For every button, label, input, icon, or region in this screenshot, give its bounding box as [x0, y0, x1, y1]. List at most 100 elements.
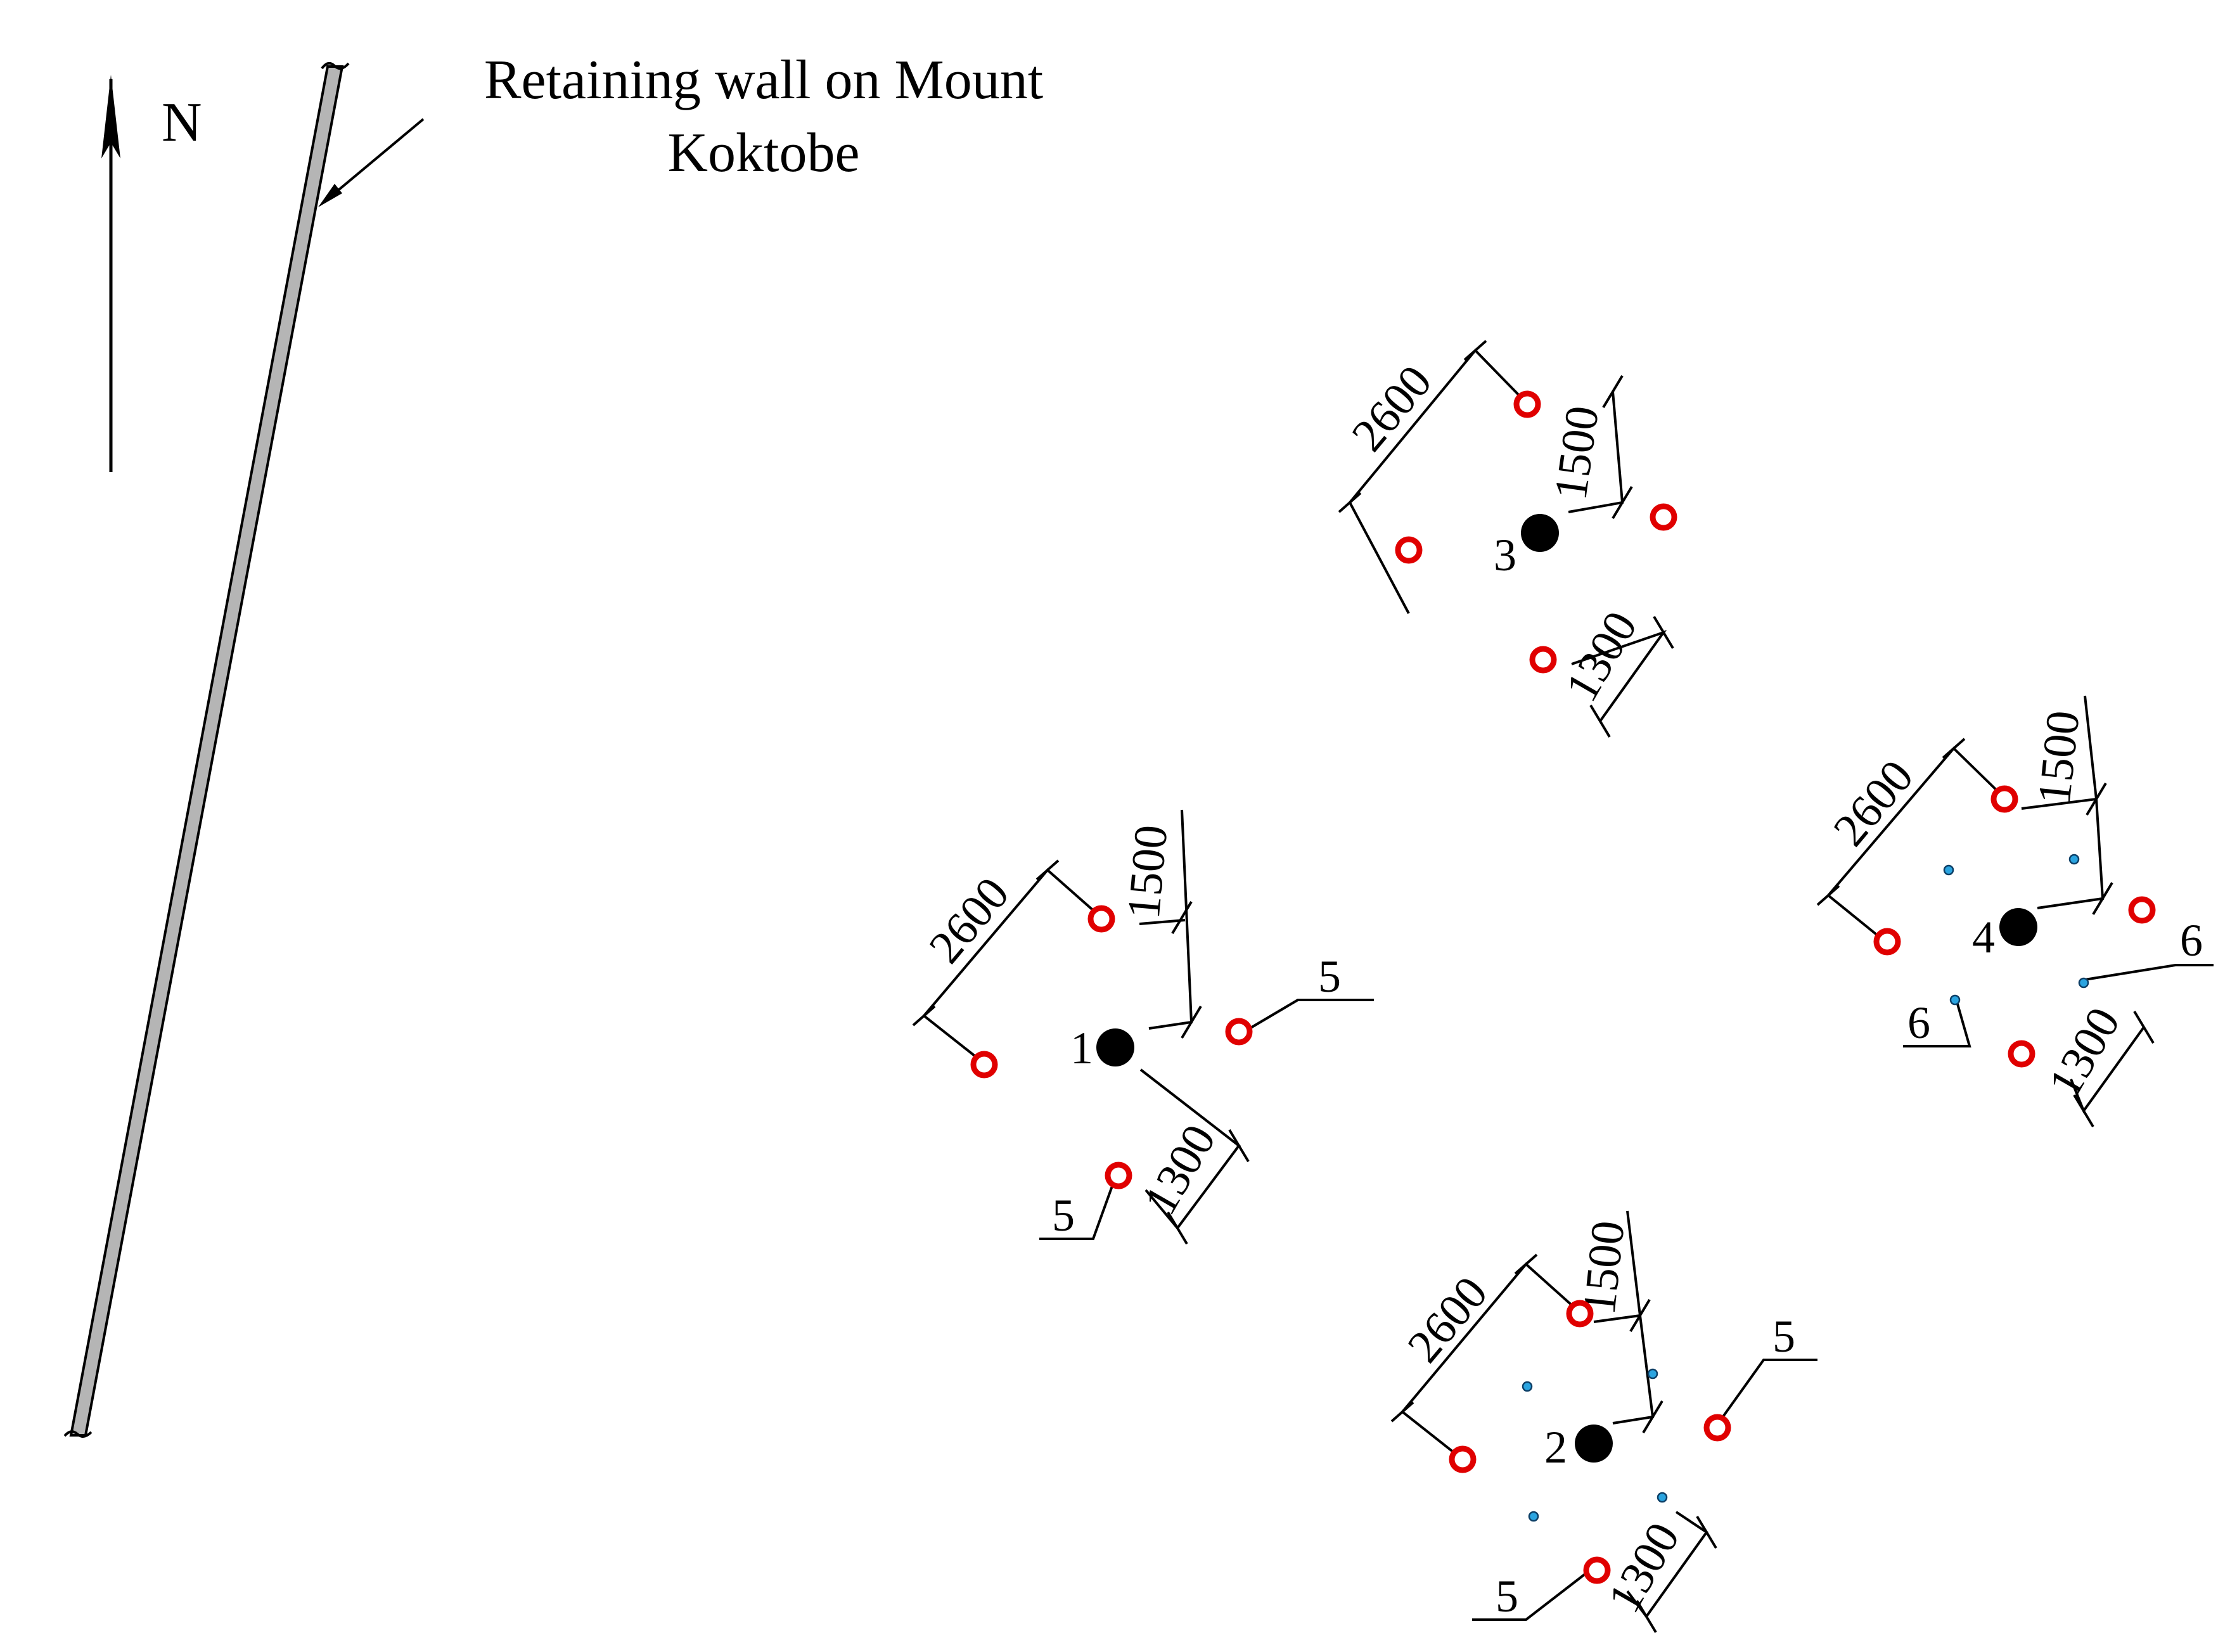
small-dot-marker	[1949, 994, 1961, 1006]
retaining-wall	[63, 61, 350, 1438]
dim-ext-line	[1139, 919, 1186, 925]
dim-tick	[1612, 485, 1633, 520]
pile-group-4: 2600 1500 1300 6 6 4	[1816, 695, 2214, 1128]
dim-line-2600-g2	[1401, 1262, 1581, 1461]
pile-group-2: 2600 1500 1300 5 5 2	[1390, 1210, 1817, 1634]
dim-line-1300-g1	[1139, 1068, 1241, 1231]
anchor-ring	[970, 1051, 998, 1079]
dim-tick	[1816, 885, 1840, 906]
callout-leader	[1716, 1359, 1817, 1426]
callout-5: 5	[1772, 1311, 1795, 1362]
wall-break-bottom	[63, 1430, 93, 1438]
dim-tick	[1636, 1599, 1657, 1634]
dim-tick	[1390, 1401, 1414, 1423]
anchor-ring	[1583, 1556, 1611, 1584]
anchor-ring	[1105, 1162, 1132, 1189]
callout-5: 5	[1052, 1190, 1075, 1241]
anchor-ring	[1449, 1445, 1477, 1473]
pile-marker-1	[1096, 1028, 1134, 1066]
dim-tick	[1171, 900, 1193, 935]
pile-label-2: 2	[1544, 1422, 1567, 1473]
pile-label-1: 1	[1070, 1023, 1093, 1073]
pile-group-1: 2600 1500 1300 5 5 1	[912, 809, 1374, 1245]
dim-tick	[1589, 704, 1611, 738]
callout-leader	[1472, 1565, 1597, 1621]
anchor-ring	[1566, 1300, 1594, 1328]
anchor-ring	[1395, 536, 1423, 564]
dim-ext-line	[1626, 1210, 1641, 1316]
dim-tick	[1514, 1253, 1538, 1275]
anchor-ring	[1087, 905, 1115, 933]
dim-tick	[1035, 859, 1060, 881]
callout-6: 6	[2180, 915, 2203, 966]
dim-tick	[1942, 738, 1966, 759]
dim-tick	[2133, 1010, 2155, 1044]
small-dot-marker	[1657, 1492, 1668, 1503]
pile-marker-4	[1999, 908, 2037, 946]
dim-1300-g2: 1300	[1598, 1514, 1690, 1621]
dim-tick	[2092, 881, 2113, 916]
small-dot-marker	[1522, 1381, 1533, 1392]
anchor-ring	[1990, 785, 2018, 813]
callout-leader	[1903, 1001, 1971, 1047]
dim-tick	[1463, 340, 1487, 361]
north-label: N	[162, 92, 202, 153]
dim-1300-g4: 1300	[2039, 999, 2131, 1106]
dim-line-2600-g1	[922, 868, 1103, 1065]
small-dot-marker	[1943, 864, 1954, 876]
dim-1300-g1: 1300	[1134, 1116, 1226, 1223]
callout-leader	[1039, 1177, 1117, 1240]
pile-label-4: 4	[1972, 912, 1995, 963]
small-dot-marker	[1528, 1511, 1539, 1522]
dim-line-2600-g3	[1348, 349, 1527, 614]
dim-1300-g3: 1300	[1556, 603, 1648, 710]
wall-leader-arrow	[318, 184, 342, 207]
north-arrow-head	[101, 75, 120, 158]
callout-6: 6	[1907, 997, 1930, 1048]
callout-5: 5	[1318, 951, 1341, 1002]
dim-tick	[1696, 1515, 1717, 1549]
dim-1500-g1: 1500	[1118, 823, 1178, 921]
dim-tick	[1602, 375, 1624, 409]
anchor-ring	[1873, 928, 1901, 956]
dim-1500-g4: 1500	[2029, 708, 2090, 807]
dim-1500-g3: 1500	[1544, 403, 1609, 503]
anchor-ring	[1225, 1018, 1253, 1046]
dim-2600-g2: 2600	[1398, 1267, 1498, 1373]
dim-tick	[1653, 615, 1674, 650]
dim-tick	[1228, 1129, 1250, 1163]
dim-tick	[912, 1005, 936, 1027]
anchor-ring	[1650, 503, 1677, 531]
anchor-ring	[1703, 1414, 1731, 1442]
pile-marker-3	[1521, 514, 1559, 552]
anchor-ring	[2128, 896, 2156, 924]
callout-5: 5	[1496, 1571, 1518, 1622]
dim-tick	[1338, 492, 1362, 513]
dim-line-1500-g2	[1593, 1314, 1655, 1425]
callout-leader	[2084, 964, 2214, 981]
wall-break-top	[321, 61, 350, 70]
dim-line-1500-g4	[2021, 797, 2105, 909]
wall-callout: Retaining wall on Mount Koktobe	[318, 49, 1043, 207]
dim-tick	[1167, 1211, 1188, 1245]
anchor-ring	[2008, 1040, 2035, 1068]
dim-tick	[1181, 1005, 1202, 1039]
anchor-ring	[1529, 646, 1557, 674]
pile-group-3: 2600 1500 1300 3	[1338, 340, 1677, 738]
callout-leader	[1238, 999, 1374, 1036]
anchor-ring	[1513, 390, 1541, 418]
wall-label-line2: Koktobe	[667, 122, 859, 184]
wall-leader	[322, 118, 425, 204]
dim-line-2600-g4	[1826, 746, 2006, 943]
dim-line-1300-g2	[1626, 1511, 1708, 1619]
north-arrow: N	[101, 75, 202, 472]
small-dot-marker	[2068, 854, 2080, 865]
dim-tick	[1642, 1400, 1663, 1434]
small-dot-marker	[1647, 1368, 1658, 1380]
pile-marker-2	[1575, 1425, 1613, 1463]
dim-2600-g4: 2600	[1824, 751, 1924, 856]
small-dot-marker	[2078, 977, 2089, 989]
dim-ext-line	[2084, 695, 2098, 800]
